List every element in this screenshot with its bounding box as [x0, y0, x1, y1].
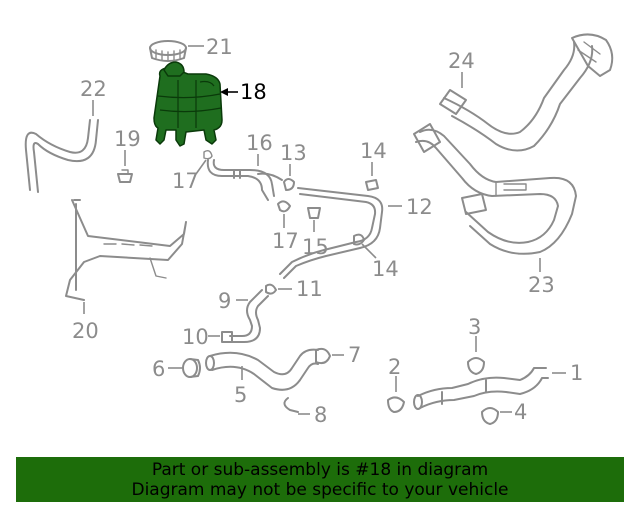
callout-4: 4	[514, 400, 527, 424]
part-20-bracket	[65, 199, 187, 301]
part-22-hose	[24, 119, 99, 193]
callout-24: 24	[448, 49, 475, 73]
part-12-hose	[279, 187, 384, 279]
callout-10: 10	[182, 325, 209, 349]
callout-6: 6	[152, 357, 165, 381]
callout-3: 3	[468, 315, 481, 339]
callout-2: 2	[388, 355, 401, 379]
callout-21: 21	[206, 35, 233, 59]
callout-15: 15	[302, 235, 329, 259]
part-16-hose	[206, 159, 283, 201]
part-13-clamp	[283, 178, 295, 191]
callout-11: 11	[296, 277, 323, 301]
callout-17-lower: 17	[272, 229, 299, 253]
callout-1: 1	[570, 361, 583, 385]
part-3-clamp	[467, 357, 485, 375]
callout-19: 19	[114, 127, 141, 151]
part-2-clamp	[387, 396, 405, 413]
part-23-hose-assembly	[413, 123, 577, 255]
leader-14-lower	[361, 243, 377, 259]
callout-9: 9	[218, 289, 231, 313]
part-17-clamp-upper	[203, 149, 213, 160]
part-8-clip	[283, 397, 299, 413]
callout-14-lower: 14	[372, 257, 399, 281]
part-15-clamp	[307, 207, 321, 219]
callout-18: 18	[240, 80, 267, 104]
callout-5: 5	[234, 383, 247, 407]
part-18-coolant-reservoir	[153, 61, 223, 147]
callout-12: 12	[406, 195, 433, 219]
callout-13: 13	[280, 141, 307, 165]
part-9-hose	[229, 289, 269, 343]
part-4-clamp	[481, 407, 499, 425]
part-17-clamp-lower	[277, 200, 291, 213]
part-6-fitting	[182, 358, 201, 378]
part-21-cap	[149, 40, 187, 62]
part-19-clip	[117, 169, 133, 183]
part-5-hose	[205, 348, 319, 391]
callout-8: 8	[314, 403, 327, 427]
part-14-grommet-upper	[365, 179, 379, 191]
part-7-clamp	[315, 347, 331, 365]
banner-line-2: Diagram may not be specific to your vehi…	[131, 480, 509, 500]
callout-16: 16	[246, 131, 273, 155]
part-10-clamp	[221, 331, 233, 343]
part-11-clamp	[265, 283, 277, 295]
parts-diagram: 21 18 22 19 16 17 13	[24, 33, 614, 427]
callout-22: 22	[80, 77, 107, 101]
leader-17-upper	[195, 159, 207, 175]
leader-18-arrowhead	[220, 88, 228, 96]
callout-17-upper: 17	[172, 169, 199, 193]
callout-20: 20	[72, 319, 99, 343]
callout-14-upper: 14	[360, 139, 387, 163]
part-1-hose	[413, 367, 549, 410]
part-24-hose	[439, 33, 614, 152]
part-14-clip-lower	[353, 233, 365, 246]
callout-23: 23	[528, 273, 555, 297]
part-notice-banner: Part or sub-assembly is #18 in diagram D…	[16, 457, 624, 502]
callout-7: 7	[348, 343, 361, 367]
banner-line-1: Part or sub-assembly is #18 in diagram	[151, 460, 489, 480]
